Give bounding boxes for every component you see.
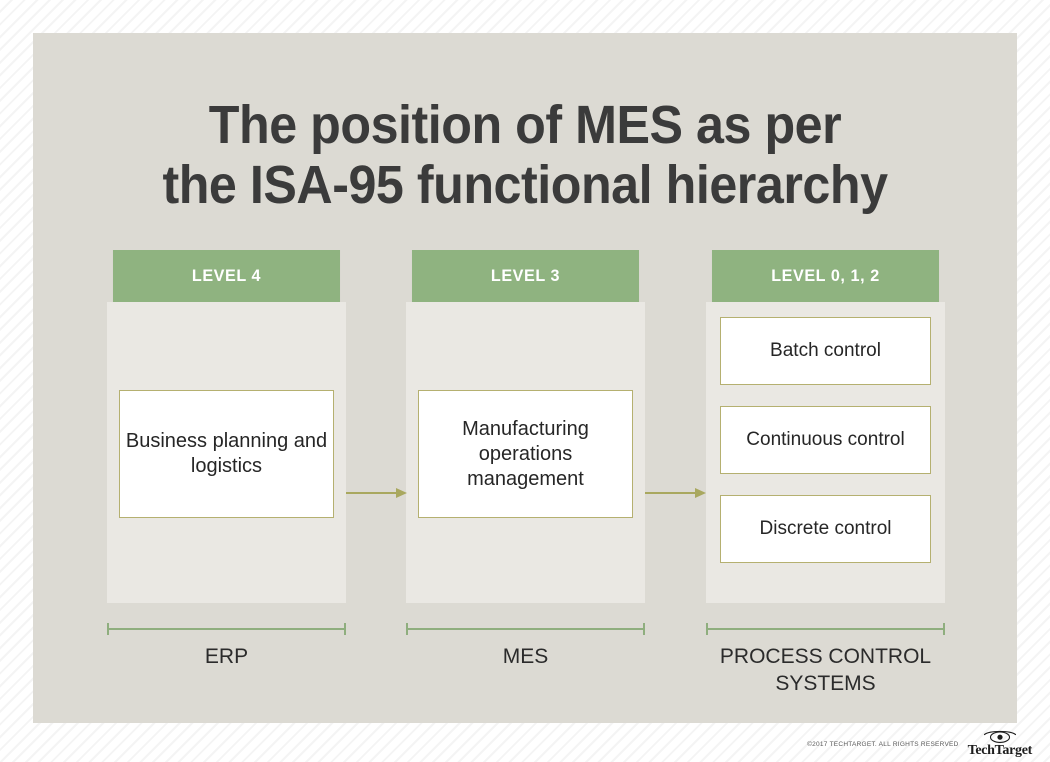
arrow-head	[396, 488, 407, 498]
arrow-right-icon-level3-to-level012	[645, 488, 706, 498]
bracket-cap-right	[943, 623, 945, 635]
bracket-erp	[107, 623, 346, 635]
column-body-level-0-1-2: Batch control Continuous control Discret…	[706, 302, 945, 603]
title-line-1: The position of MES as per	[208, 95, 842, 155]
column-body-level-3: Manufacturing operations management	[406, 302, 645, 603]
column-header-level-0-1-2: LEVEL 0, 1, 2	[711, 250, 940, 302]
bracket-line	[406, 628, 645, 630]
diagram-card: The position of MES as per the ISA-95 fu…	[33, 33, 1017, 723]
bracket-label-mes: MES	[502, 645, 549, 668]
column-header-level-3: LEVEL 3	[411, 250, 640, 302]
page-title: The position of MES as per the ISA-95 fu…	[67, 95, 982, 215]
node-continuous-control: Continuous control	[720, 406, 931, 474]
footer: ©2017 TECHTARGET. ALL RIGHTS RESERVED Te…	[0, 726, 1050, 762]
arrow-shaft	[346, 492, 398, 494]
node-discrete-control: Discrete control	[720, 495, 931, 563]
bracket-mes	[406, 623, 645, 635]
eye-icon	[983, 730, 1016, 743]
bracket-line	[107, 628, 346, 630]
bracket-line	[706, 628, 945, 630]
title-line-2: the ISA-95 functional hierarchy	[162, 155, 888, 215]
node-manufacturing-operations: Manufacturing operations management	[418, 390, 633, 518]
column-level-0-1-2: LEVEL 0, 1, 2 Batch control Continuous c…	[706, 250, 945, 603]
column-level-4: LEVEL 4 Business planning and logistics	[107, 250, 346, 603]
node-business-planning: Business planning and logistics	[119, 390, 334, 518]
copyright-notice: ©2017 TECHTARGET. ALL RIGHTS RESERVED	[807, 740, 959, 748]
column-body-level-4: Business planning and logistics	[107, 302, 346, 603]
node-batch-control: Batch control	[720, 317, 931, 385]
bracket-cap-right	[643, 623, 645, 635]
column-header-level-4: LEVEL 4	[112, 250, 341, 302]
column-level-3: LEVEL 3 Manufacturing operations managem…	[406, 250, 645, 603]
bracket-cap-right	[344, 623, 346, 635]
bracket-label-erp: ERP	[204, 645, 249, 668]
techtarget-logo: TechTarget	[968, 730, 1032, 758]
arrow-head	[695, 488, 706, 498]
bracket-label-process-control-systems: PROCESS CONTROL SYSTEMS	[719, 645, 932, 695]
arrow-shaft	[645, 492, 697, 494]
arrow-right-icon-level4-to-level3	[346, 488, 407, 498]
bracket-process-control-systems	[706, 623, 945, 635]
techtarget-logo-text: TechTarget	[967, 743, 1033, 758]
